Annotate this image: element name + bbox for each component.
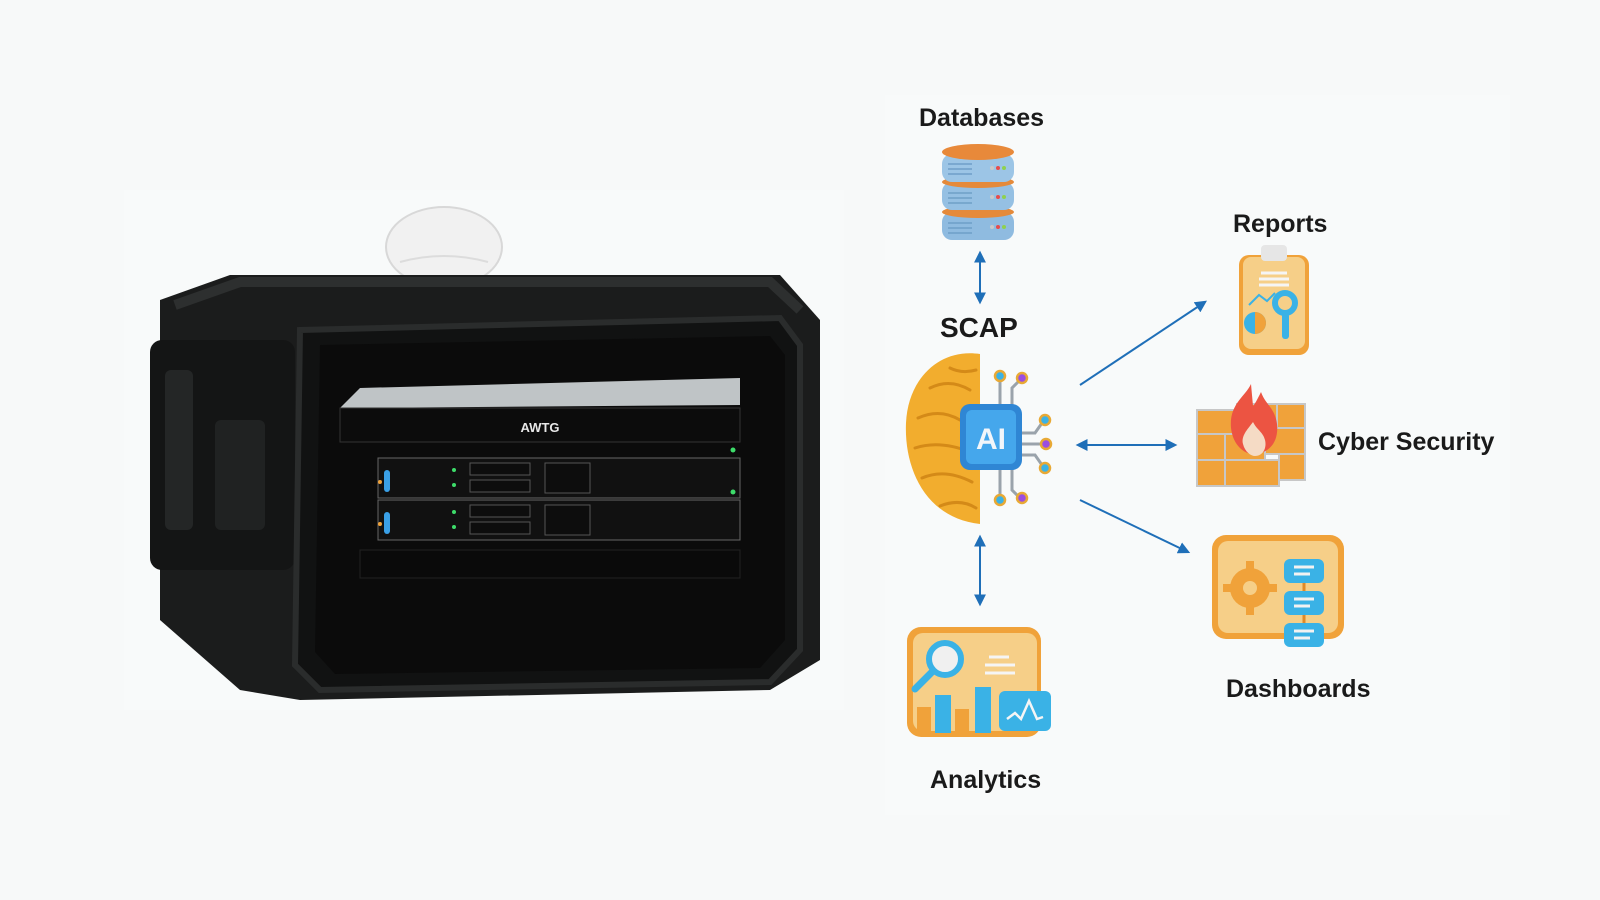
ai-brain-icon: AI — [905, 353, 1053, 524]
ai-chip-text: AI — [976, 423, 1006, 456]
server-unit-2 — [377, 489, 741, 541]
database-icon — [942, 144, 1014, 240]
top-panel — [340, 378, 740, 408]
arrow-dashboards — [1079, 499, 1191, 554]
server-unit-1 — [377, 447, 741, 499]
label-databases: Databases — [919, 104, 1045, 132]
label-analytics: Analytics — [930, 766, 1042, 794]
firewall-icon — [1196, 384, 1306, 487]
analytics-icon — [907, 627, 1051, 737]
brand-logo: AWTG — [521, 420, 560, 435]
label-cyber-security: Cyber Security — [1318, 428, 1495, 456]
label-reports: Reports — [1233, 210, 1328, 238]
label-scap: SCAP — [940, 312, 1018, 343]
clipboard-report-icon — [1239, 245, 1309, 355]
label-dashboards: Dashboards — [1226, 675, 1371, 703]
arrow-reports — [1079, 300, 1207, 386]
dashboard-icon — [1212, 535, 1344, 647]
